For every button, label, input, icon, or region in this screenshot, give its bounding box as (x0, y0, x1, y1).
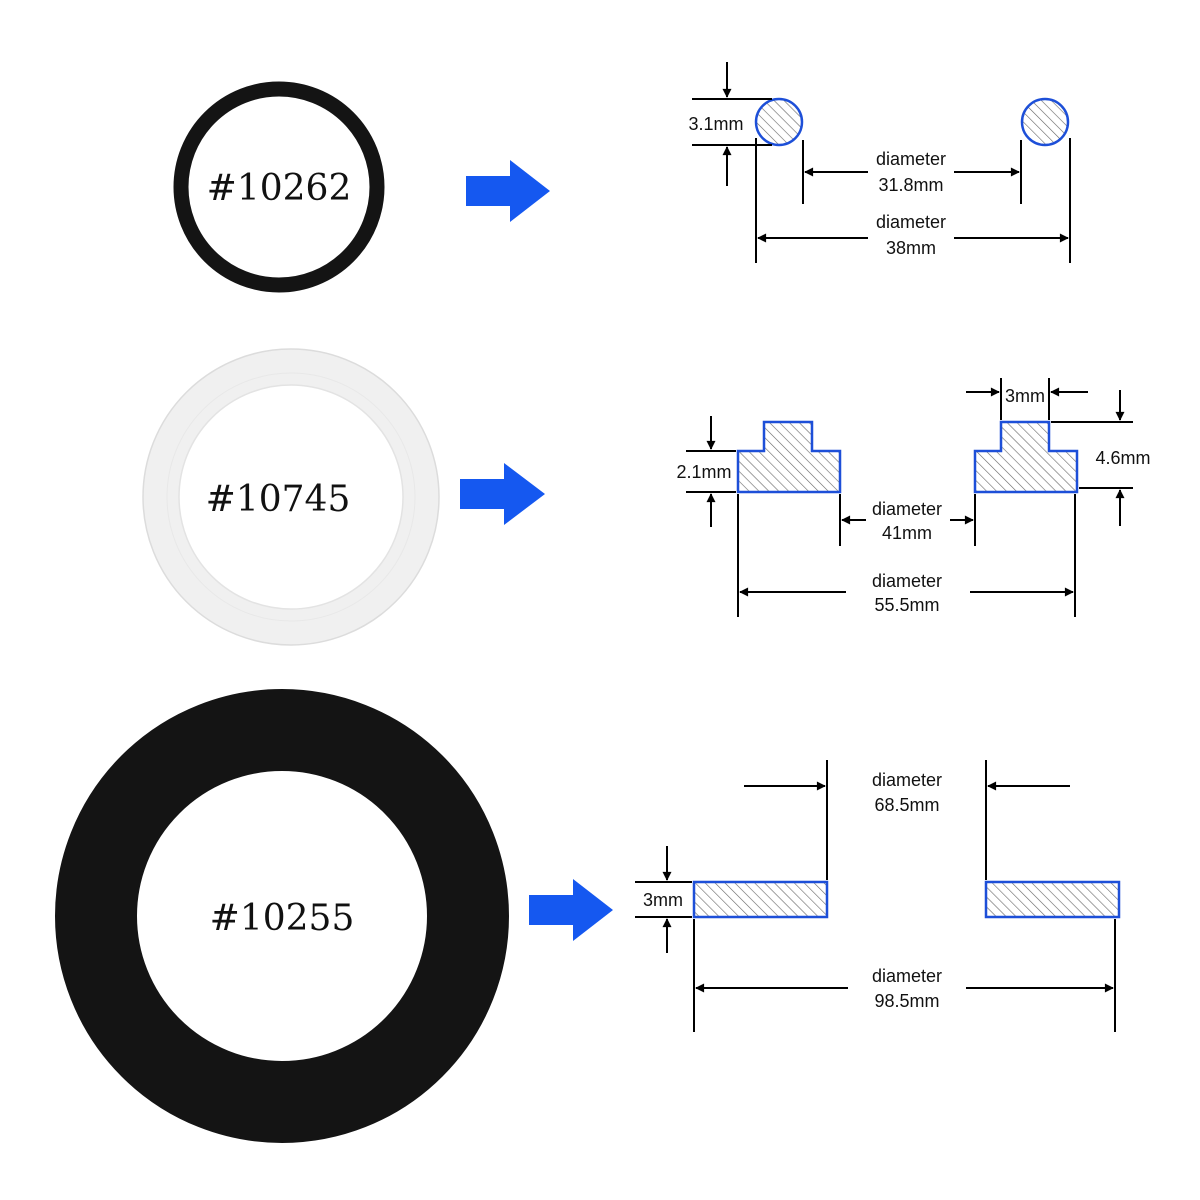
white-gasket-photo (142, 348, 440, 646)
thickness-label: 3.1mm (688, 114, 743, 134)
cross-section-left (692, 880, 829, 919)
arrow-right-icon (529, 879, 613, 941)
outer-diameter-label: diameter (872, 966, 942, 986)
height-label: 4.6mm (1095, 448, 1150, 468)
part-row-10255: #10255 3mm diameter 68.5mm diameter 98.5… (55, 689, 1121, 1143)
inner-diameter-label: diameter (872, 499, 942, 519)
outer-diameter-value: 55.5mm (874, 595, 939, 615)
outer-diameter-value: 38mm (886, 238, 936, 258)
inner-diameter-value: 68.5mm (874, 795, 939, 815)
o-ring-photo (173, 81, 385, 293)
cross-section-right (984, 880, 1121, 919)
cross-section-right (973, 420, 1079, 494)
cross-section-drawing: 3.1mm diameter 31.8mm diameter 38mm (688, 62, 1071, 263)
outer-diameter-label: diameter (876, 212, 946, 232)
part-number-label: #10262 (207, 168, 352, 209)
cross-section-drawing: 2.1mm 3mm 4.6mm diameter 41mm diameter 5… (676, 378, 1151, 617)
lip-width-label: 3mm (1005, 386, 1045, 406)
cross-section-left (736, 420, 842, 494)
inner-diameter-value: 41mm (882, 523, 932, 543)
part-number-label: #10745 (206, 479, 351, 520)
inner-diameter-value: 31.8mm (878, 175, 943, 195)
arrow-right-icon (460, 463, 545, 525)
part-row-10745: #10745 2.1mm 3mm 4.6mm diameter (142, 348, 1151, 646)
cross-section-drawing: 3mm diameter 68.5mm diameter 98.5mm (635, 760, 1121, 1032)
inner-diameter-label: diameter (876, 149, 946, 169)
outer-diameter-label: diameter (872, 571, 942, 591)
inner-diameter-label: diameter (872, 770, 942, 790)
part-row-10262: #10262 3.1mm diameter 31.8mm diameter 38… (173, 62, 1071, 293)
thickness-label: 2.1mm (676, 462, 731, 482)
cross-section-left (754, 97, 804, 147)
cross-section-right (1020, 97, 1070, 147)
part-number-label: #10255 (210, 898, 355, 939)
arrow-right-icon (466, 160, 550, 222)
thickness-label: 3mm (643, 890, 683, 910)
outer-diameter-value: 98.5mm (874, 991, 939, 1011)
flat-gasket-photo (55, 689, 509, 1143)
